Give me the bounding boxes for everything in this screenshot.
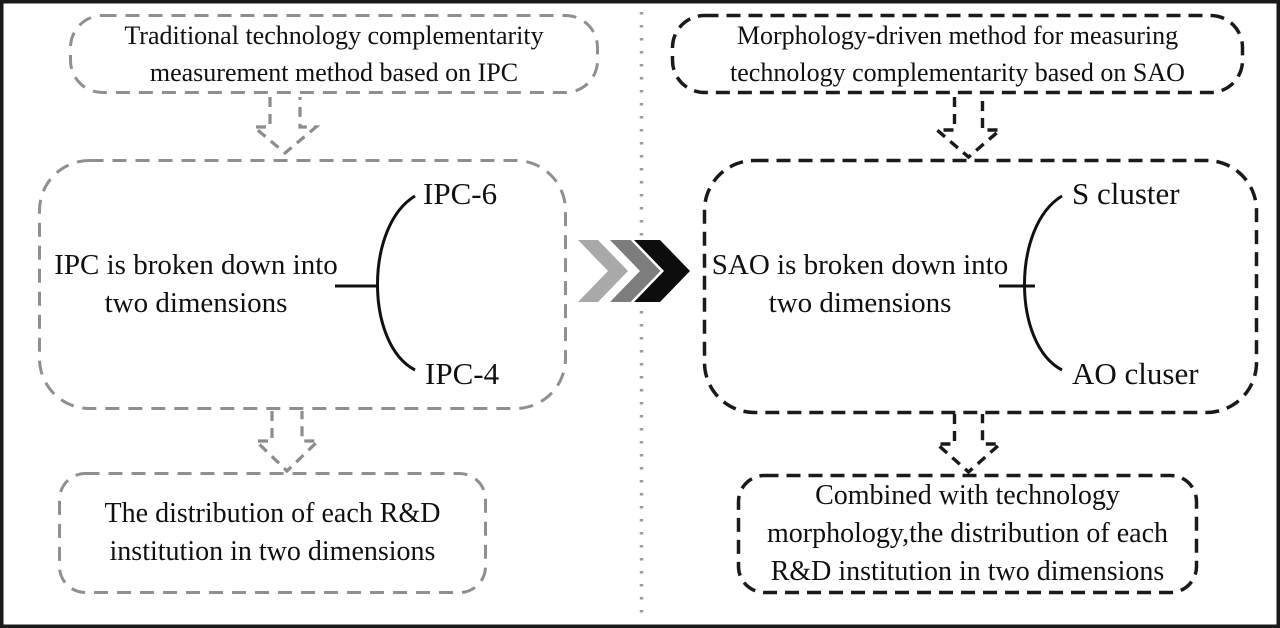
right-method-box-outline — [670, 13, 1245, 95]
left-flow-arrow-bottom-icon — [252, 411, 322, 474]
left-decompose-box-outline — [38, 159, 567, 410]
right-branch-curve — [1023, 194, 1063, 372]
left-method-box-line1: Traditional technology complementarity — [124, 21, 544, 50]
left-flow-arrow-top-icon — [249, 97, 321, 156]
right-result-box-line3: R&D institution in two dimensions — [770, 556, 1165, 587]
left-result-box-line2: institution in two dimensions — [109, 536, 436, 567]
right-branch-bottom-label: AO cluser — [1072, 356, 1199, 391]
left-decompose-line2: two dimensions — [104, 287, 288, 319]
left-result-box: The distribution of each R&D institution… — [59, 473, 486, 593]
chevron-dark — [628, 237, 694, 305]
triple-chevron-right-icon — [572, 237, 694, 305]
right-result-box-line1: Combined with technology — [815, 480, 1120, 511]
left-method-box-outline — [69, 14, 599, 94]
left-branch-curve — [376, 194, 416, 372]
right-flow-arrow-top-icon — [932, 97, 1005, 160]
right-result-box-outline — [736, 473, 1199, 595]
right-method-box-line2: technology complementarity based on SAO — [730, 58, 1185, 87]
left-method-box: Traditional technology complementarity m… — [70, 15, 598, 93]
right-decompose-text: SAO is broken down into two dimensions — [710, 246, 1010, 322]
left-result-box-line1: The distribution of each R&D — [104, 498, 441, 529]
left-branch-bottom-label: IPC-4 — [425, 356, 500, 391]
right-decompose-line1: SAO is broken down into — [711, 249, 1009, 281]
left-decompose-text: IPC is broken down into two dimensions — [40, 246, 352, 322]
right-decompose-box-outline — [702, 158, 1259, 415]
right-method-box-line1: Morphology-driven method for measuring — [736, 21, 1179, 50]
left-method-box-line2: measurement method based on IPC — [149, 58, 519, 87]
right-result-box-line2: morphology,the distribution of each — [767, 518, 1168, 549]
right-decompose-line2: two dimensions — [768, 287, 952, 319]
chevron-light — [572, 237, 632, 305]
right-branch-top-label: S cluster — [1072, 176, 1180, 211]
left-branch-top-label: IPC-6 — [423, 176, 498, 211]
right-flow-arrow-bottom-icon — [932, 414, 1005, 475]
left-decompose-line1: IPC is broken down into — [54, 249, 338, 281]
right-method-box: Morphology-driven method for measuring t… — [672, 15, 1243, 93]
right-result-box: Combined with technology morphology,the … — [738, 475, 1197, 593]
left-result-box-outline — [58, 472, 487, 594]
